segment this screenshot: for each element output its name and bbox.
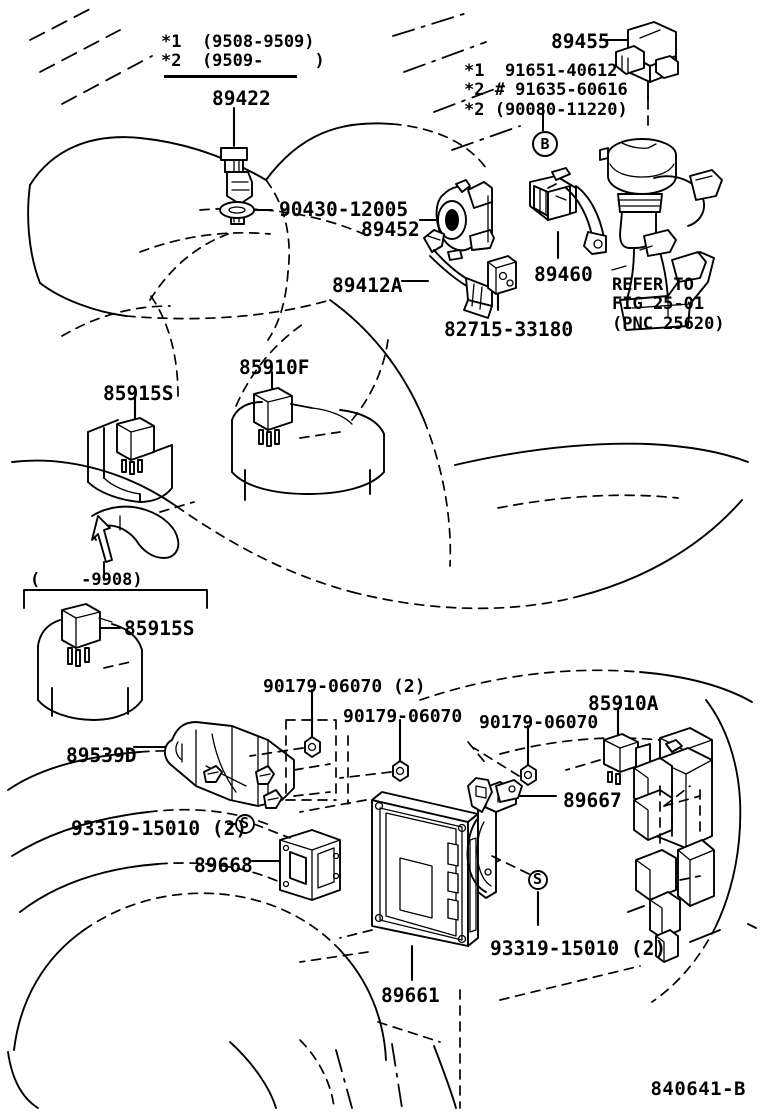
- part-90179-06070-bolt-1: [249, 688, 321, 758]
- marker-b-label: B: [540, 134, 550, 153]
- part-89452-throttle-position-sensor: [418, 179, 495, 261]
- lower-body-outline: [7, 669, 757, 1109]
- part-callout-89452: 89452: [361, 218, 420, 241]
- bracket-variant-note: ( -9908): [30, 570, 143, 590]
- part-callout-85910f: 85910F: [239, 356, 310, 379]
- part-callout-89460: 89460: [534, 263, 593, 286]
- part-89668-bracket: [250, 829, 341, 901]
- part-note-line-1: *1 91651-40612: [464, 61, 618, 81]
- part-callout-93319-15010-2-: 93319-15010 (2): [71, 817, 248, 840]
- part-callout-89422: 89422: [212, 87, 271, 110]
- part-callout-89539d: 89539D: [66, 744, 137, 767]
- part-callout-85915s: 85915S: [103, 382, 174, 405]
- part-callout-85915s: 85915S: [124, 617, 195, 640]
- part-89412A-vehicle-speed-sensor: [400, 229, 493, 319]
- refer-line-2: FIG 25-01: [612, 294, 705, 315]
- s-marker-label-2: S: [533, 870, 543, 888]
- part-callout-89412a: 89412A: [332, 274, 403, 297]
- part-note-line-2: *2 # 91635-60616: [464, 80, 628, 101]
- part-callout-82715-33180: 82715-33180: [444, 318, 574, 341]
- part-90179-06070-bolt-3: [473, 724, 537, 786]
- part-callout-90179-06070-2-: 90179-06070 (2): [263, 676, 426, 697]
- date-note-underline: [164, 75, 297, 78]
- date-note-line-1: *1 (9508-9509): [161, 32, 315, 52]
- part-callout-89661: 89661: [381, 984, 440, 1007]
- marker-b-leader: [542, 105, 545, 131]
- part-callout-90430-12005: 90430-12005: [279, 198, 409, 221]
- part-90430-gasket: [219, 201, 274, 219]
- variant-bracket-9908: [23, 589, 208, 609]
- part-85915S-relay-upper: [87, 396, 195, 581]
- part-82715-33180-clamp: [487, 255, 517, 312]
- part-89667-bracket: [466, 777, 558, 899]
- part-callout-89667: 89667: [563, 789, 622, 812]
- s-marker-label-1: S: [240, 814, 250, 832]
- figure-code: 840641-B: [650, 1078, 746, 1100]
- part-89422-coolant-temp-sensor: [220, 106, 253, 225]
- date-variant-note: *1 (9508-9509) *2 (9509- ): [161, 32, 325, 72]
- part-callout-85910a: 85910A: [588, 692, 659, 715]
- part-callout-93319-15010-2-: 93319-15010 (2): [490, 937, 667, 960]
- part-callout-90179-06070: 90179-06070: [479, 712, 599, 733]
- part-note-line-3: *2 (90080-11220): [464, 99, 628, 120]
- part-variant-note: *1 91651-40612 *2 # 91635-60616 *2 (9008…: [464, 61, 628, 120]
- part-85910F-relay: [231, 370, 385, 501]
- refer-to-note: REFER TO FIG 25-01 (PNC 25620): [612, 275, 725, 334]
- assembly-alignment-guides: [285, 719, 641, 1043]
- part-89460-bracket: [529, 167, 607, 260]
- part-89539D-bracket: [132, 721, 331, 809]
- part-callout-90179-06070: 90179-06070: [343, 706, 463, 727]
- refer-line-1: REFER TO: [612, 275, 694, 295]
- part-callout-89455: 89455: [551, 30, 610, 53]
- refer-line-3: (PNC 25620): [612, 313, 725, 334]
- part-90179-06070-bolt-2: [339, 718, 409, 782]
- junction-block-assembly: [627, 727, 715, 963]
- part-callout-89668: 89668: [194, 854, 253, 877]
- marker-s-screw-2: [491, 855, 548, 927]
- leader-refer-dash: [547, 181, 561, 189]
- part-89661-ecu: [339, 791, 479, 982]
- date-note-line-2: *2 (9509- ): [161, 51, 325, 72]
- marker-b-circle: B: [532, 131, 558, 157]
